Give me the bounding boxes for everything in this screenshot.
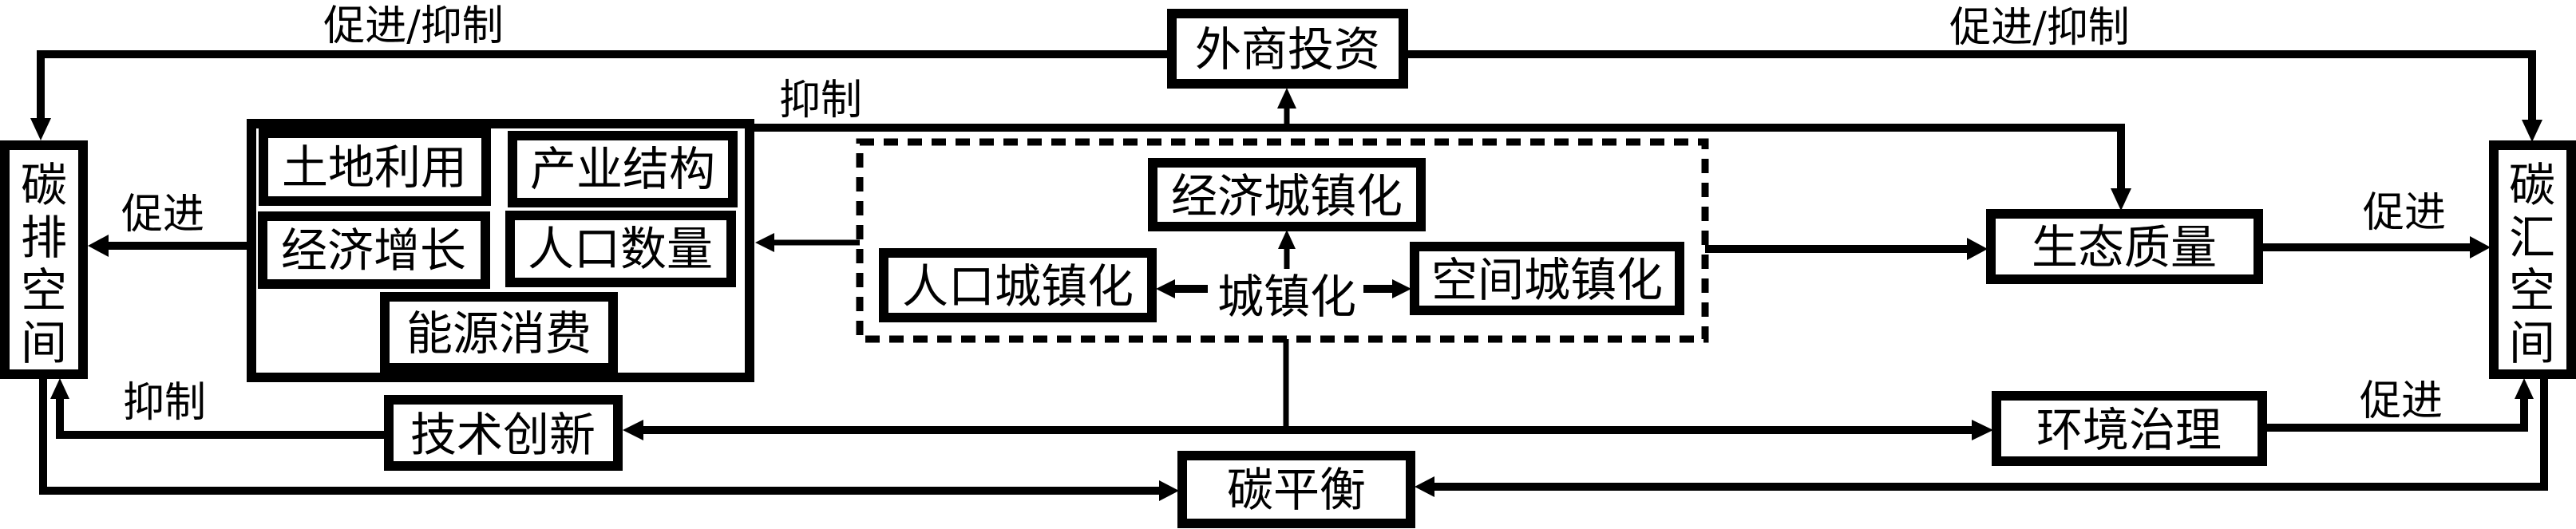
arrowhead-left-icon (623, 420, 643, 440)
label-group-to-ecology: 抑制 (779, 77, 862, 124)
arrowhead-down-icon (2111, 188, 2131, 211)
node-technological-innovation[interactable]: 技术创新 (384, 395, 623, 471)
node-economic-urbanization[interactable]: 经济城镇化 (1148, 158, 1426, 231)
node-label: 外商投资 (1195, 22, 1380, 77)
edge-innovation-to-emission (56, 397, 386, 439)
arrowhead-right-icon (2470, 236, 2491, 259)
label-ecology-to-sink: 促进 (2363, 189, 2446, 237)
node-energy-consumption[interactable]: 能源消费 (380, 292, 618, 373)
node-label-char: 排 (21, 211, 67, 265)
node-urbanization[interactable]: 城镇化 (1217, 270, 1356, 324)
arrowhead-right-icon (1972, 420, 1993, 440)
edge-fdi-to-emission (37, 50, 1169, 120)
arrowhead-left-icon (755, 233, 774, 252)
arrowhead-left-icon (88, 235, 109, 257)
arrowhead-right-icon (1967, 238, 1988, 260)
node-label: 人口数量 (528, 222, 713, 276)
edge-fdi-to-sink (1407, 50, 2536, 121)
arrowhead-right-icon (1159, 480, 1179, 501)
node-label: 碳平衡 (1227, 463, 1366, 517)
arrowhead-left-icon (1156, 279, 1175, 298)
node-foreign-investment[interactable]: 外商投资 (1167, 9, 1408, 89)
arrowhead-up-icon (50, 378, 69, 399)
node-label: 能源消费 (406, 306, 592, 361)
edge-emission-to-balance (39, 377, 1159, 495)
urbanization-group-container (856, 138, 1709, 343)
arrowhead-right-icon (1392, 279, 1411, 298)
node-label-char: 空 (2509, 263, 2555, 318)
label-fdi-to-emission: 促进/抑制 (323, 2, 504, 50)
node-label: 人口城镇化 (902, 259, 1134, 314)
node-label-char: 碳 (2509, 158, 2555, 212)
label-group-to-emission: 促进 (121, 191, 204, 239)
arrowhead-down-icon (2522, 120, 2542, 142)
node-label: 环境治理 (2036, 403, 2222, 457)
node-label-char: 空 (21, 263, 67, 318)
edge-group-to-ecology (753, 124, 2125, 190)
node-label: 碳汇空间 (2509, 158, 2555, 370)
node-carbon-emission-space[interactable]: 碳排空间 (0, 140, 88, 379)
node-environmental-governance[interactable]: 环境治理 (1992, 391, 2267, 466)
node-label: 生态质量 (2032, 220, 2217, 274)
label-innovation-to-emission: 抑制 (123, 379, 206, 427)
node-label-char: 汇 (2509, 211, 2555, 265)
edge-sink-to-balance (1434, 377, 2548, 491)
arrowhead-up-icon (1278, 230, 1296, 249)
node-label: 空间城镇化 (1431, 253, 1663, 307)
node-label: 技术创新 (410, 408, 596, 462)
node-label-char: 间 (2509, 316, 2555, 370)
node-population-size[interactable]: 人口数量 (505, 211, 736, 287)
node-label: 土地利用 (282, 140, 467, 195)
arrowhead-left-icon (1415, 476, 1434, 497)
node-land-use[interactable]: 土地利用 (259, 128, 491, 206)
node-label: 经济城镇化 (1171, 169, 1403, 223)
label-fdi-to-sink: 促进/抑制 (1949, 4, 2130, 52)
node-label: 经济增长 (281, 223, 466, 278)
node-carbon-sink-space[interactable]: 碳汇空间 (2489, 140, 2576, 379)
arrowhead-up-icon (2515, 378, 2534, 399)
node-spatial-urbanization[interactable]: 空间城镇化 (1410, 242, 1684, 315)
node-ecological-quality[interactable]: 生态质量 (1986, 209, 2263, 284)
node-economic-growth[interactable]: 经济增长 (258, 211, 490, 289)
node-industrial-structure[interactable]: 产业结构 (508, 131, 738, 207)
arrowhead-down-icon (30, 118, 51, 140)
node-carbon-balance[interactable]: 碳平衡 (1177, 451, 1415, 528)
label-governance-to-sink: 促进 (2360, 377, 2443, 425)
node-population-urbanization[interactable]: 人口城镇化 (879, 248, 1157, 322)
node-label: 产业结构 (530, 142, 715, 196)
node-label-char: 碳 (21, 158, 67, 212)
node-label: 碳排空间 (21, 158, 67, 370)
arrowhead-up-icon (1277, 88, 1296, 109)
node-label-char: 间 (21, 316, 67, 370)
edge-governance-to-sink (2265, 397, 2528, 432)
